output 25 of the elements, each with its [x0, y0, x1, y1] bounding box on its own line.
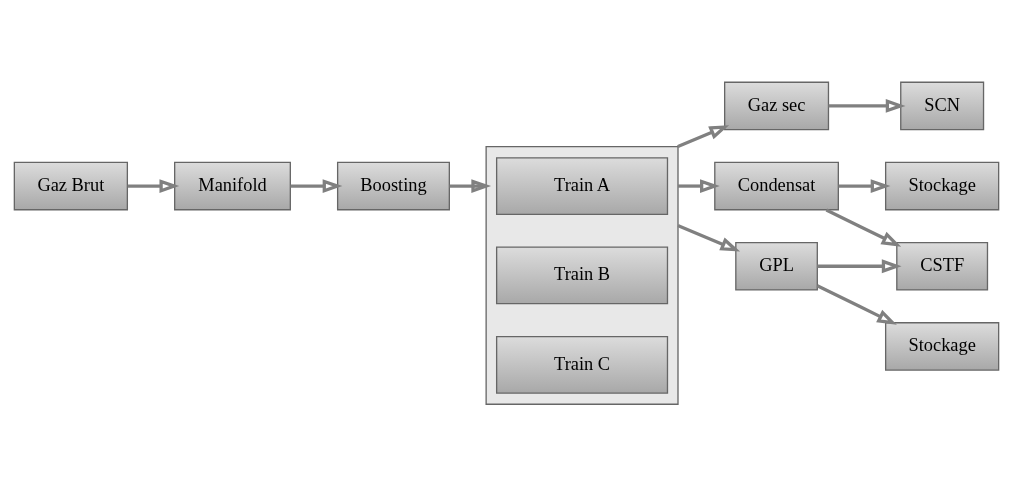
node-box: Train B — [496, 246, 669, 305]
arrow — [127, 179, 180, 193]
node-box: Condensat — [714, 161, 839, 211]
node-box: Gaz Brut — [13, 161, 128, 211]
node-box: Manifold — [174, 161, 291, 211]
cluster — [485, 146, 679, 405]
node-box: GPL — [735, 241, 818, 291]
node-box: Boosting — [336, 161, 450, 211]
node-box: CSTF — [896, 241, 989, 291]
arrow — [677, 125, 730, 149]
node-box: Train C — [496, 335, 669, 394]
node-box: Stockage — [885, 322, 1000, 371]
node-box: SCN — [900, 81, 985, 131]
arrow — [825, 208, 902, 247]
arrow — [678, 179, 720, 193]
arrow — [828, 99, 906, 113]
node-box: Gaz sec — [724, 81, 830, 131]
arrow — [838, 179, 891, 193]
arrow — [816, 284, 897, 325]
node-box: Train A — [496, 157, 669, 215]
arrow — [449, 179, 492, 193]
arrow — [817, 259, 902, 274]
arrow — [290, 179, 343, 193]
node-box: Stockage — [885, 161, 1000, 211]
arrow — [677, 224, 741, 252]
